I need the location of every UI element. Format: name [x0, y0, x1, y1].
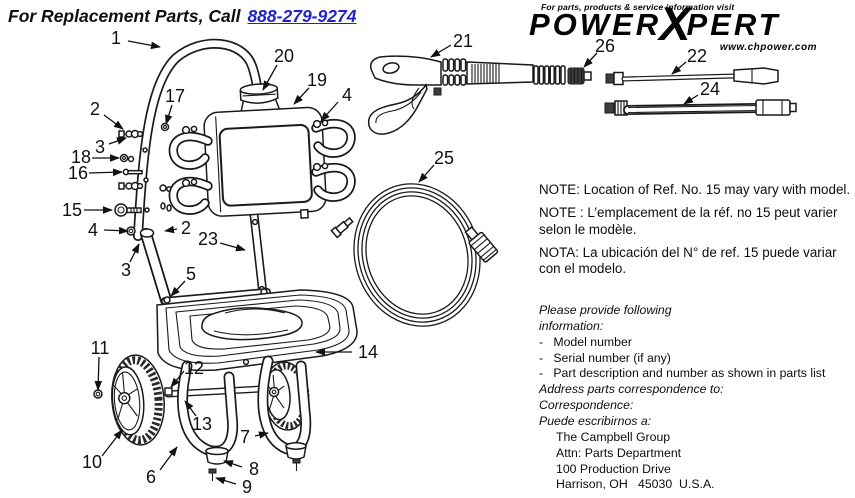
- callout-16-arrow: [88, 168, 123, 177]
- callout-15: 15: [62, 200, 82, 220]
- info-line: Please provide following: [539, 303, 672, 317]
- callout-2: 2: [90, 99, 100, 119]
- callout-4: 4: [342, 85, 352, 105]
- callout-18: 18: [71, 147, 91, 167]
- wand-24: [604, 99, 797, 116]
- callout-14: 14: [358, 342, 378, 362]
- info-line: - Serial number (if any): [539, 350, 671, 365]
- callout-17-arrow: [165, 104, 173, 125]
- logo-url: www.chpower.com: [719, 42, 817, 54]
- callout-17: 17: [165, 86, 185, 106]
- hose-hooks: [173, 120, 351, 210]
- callout-3-arrow: [108, 137, 127, 145]
- callout-7: 7: [240, 427, 250, 447]
- callout-21-arrow: [430, 44, 452, 58]
- callout-25-arrow: [418, 164, 435, 183]
- callout-10: 10: [82, 452, 102, 472]
- hose-fitting-small: [330, 216, 354, 239]
- info-line: - Model number: [539, 334, 632, 349]
- callout-2-arrow: [103, 114, 124, 130]
- cart-legs: [183, 361, 306, 481]
- callout-4: 4: [88, 220, 98, 240]
- hose-fitting-knurled: [464, 225, 499, 263]
- callout-9: 9: [242, 477, 252, 497]
- callout-21: 21: [453, 31, 473, 51]
- info-line: The Campbell Group: [556, 429, 671, 444]
- notes-block: NOTE: Location of Ref. No. 15 may vary w…: [539, 182, 855, 285]
- callout-5: 5: [186, 264, 196, 284]
- header-call-text: For Replacement Parts, Call: [8, 6, 241, 26]
- phone-link[interactable]: 888-279-9274: [247, 6, 357, 26]
- callout-24-arrow: [683, 94, 699, 105]
- callout-3: 3: [95, 137, 105, 157]
- header: For Replacement Parts, Call 888-279-9274: [8, 6, 356, 27]
- callout-6: 6: [146, 467, 156, 487]
- frame-upright: [139, 229, 167, 300]
- callout-20-arrow: [262, 64, 278, 91]
- callout-23-arrow: [219, 242, 246, 252]
- info-line: - Part description and number as shown i…: [539, 366, 826, 381]
- info-line: 100 Production Drive: [556, 461, 671, 476]
- callout-2-arrow: [164, 225, 178, 234]
- callout-7-arrow: [254, 431, 269, 439]
- info-line: Harrison, OH 45030 U.S.A.: [556, 477, 715, 492]
- callout-11-arrow: [94, 356, 103, 391]
- axle-bolt: [164, 387, 173, 396]
- cart-handle: [138, 44, 258, 236]
- callout-8-arrow: [223, 460, 243, 468]
- callout-10-arrow: [101, 429, 123, 457]
- callout-13: 13: [192, 414, 212, 434]
- logo-wordmark: POWER X PERT: [529, 0, 847, 50]
- callout-1: 1: [111, 28, 121, 48]
- callout-25: 25: [434, 148, 454, 168]
- brand-logo: For parts, products & service informatio…: [529, 0, 847, 54]
- logo-letter-x: X: [659, 0, 691, 50]
- callout-11: 11: [91, 338, 110, 358]
- info-line: Correspondence:: [539, 398, 634, 413]
- callout-16: 16: [68, 163, 88, 183]
- callout-4-arrow: [320, 101, 339, 122]
- note-spanish: NOTA: La ubicación del N° de ref. 15 pue…: [539, 245, 837, 277]
- callout-4-arrow: [103, 226, 129, 235]
- base-platform: [156, 289, 358, 372]
- info-line: Puede escribirnos a:: [539, 414, 652, 429]
- callout-12-arrow: [170, 370, 185, 388]
- callout-19-arrow: [293, 87, 310, 105]
- tank-support-tube: [253, 215, 265, 294]
- callout-2: 2: [181, 218, 191, 238]
- hose-coil: [330, 183, 499, 327]
- callout-19: 19: [307, 70, 327, 90]
- logo-word-pert: PERT: [686, 7, 781, 42]
- wheel-left: [111, 354, 165, 446]
- callout-26-arrow: [583, 52, 598, 68]
- note-french: NOTE : L’emplacement de la réf. no 15 pe…: [539, 205, 838, 237]
- info-line: Address parts correspondence to:: [539, 382, 724, 397]
- callout-6-arrow: [159, 446, 178, 471]
- logo-tagline: For parts, products & service informatio…: [541, 2, 735, 12]
- callout-24: 24: [700, 79, 720, 99]
- callout-5-arrow: [170, 280, 186, 297]
- callout-8: 8: [249, 459, 259, 479]
- callout-3-arrow: [129, 243, 140, 263]
- callout-26: 26: [595, 36, 615, 56]
- callout-1-arrow: [127, 40, 161, 50]
- callout-22-arrow: [671, 61, 687, 75]
- callout-3: 3: [121, 260, 131, 280]
- logo-word-power: POWER: [529, 7, 662, 42]
- note-english: NOTE: Location of Ref. No. 15 may vary w…: [539, 182, 851, 197]
- callout-13-arrow: [184, 400, 197, 417]
- callout-12: 12: [184, 358, 204, 378]
- info-line: Attn: Parts Department: [556, 445, 682, 460]
- spray-gun: [367, 55, 592, 135]
- tank: [203, 83, 327, 219]
- callout-9-arrow: [215, 476, 237, 485]
- wand-22: [605, 67, 779, 86]
- callout-22: 22: [687, 46, 707, 66]
- callout-20: 20: [274, 46, 294, 66]
- callout-23: 23: [198, 229, 218, 249]
- info-line: information:: [539, 318, 604, 333]
